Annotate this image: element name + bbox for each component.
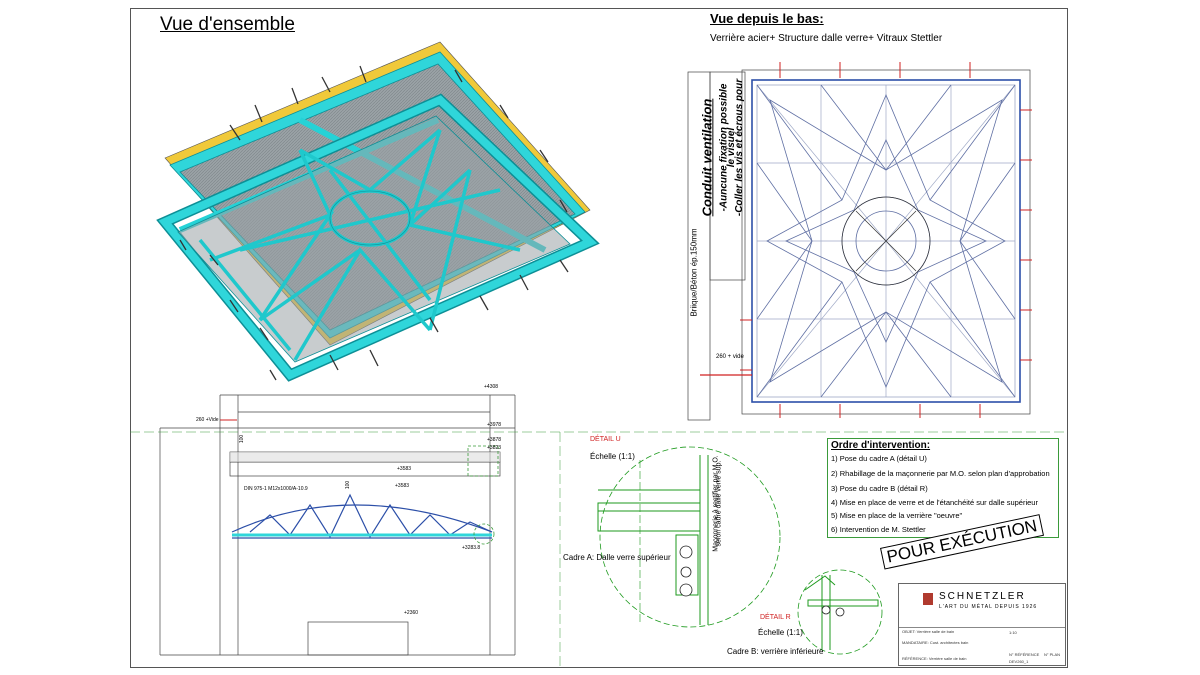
tb-drawing-no: DEV260_1 bbox=[1009, 659, 1029, 664]
level-top: +4308 bbox=[484, 384, 499, 390]
bottom-plan-view bbox=[687, 62, 1032, 421]
duct-title: Conduit ventilation bbox=[699, 98, 715, 217]
detail-r-caption: Cadre B: verrière inférieure bbox=[727, 647, 824, 656]
tb-project: OBJET: Verrière salle de bain bbox=[902, 629, 955, 634]
detail-u-caption: Cadre A: Dalle verre supérieur bbox=[563, 553, 671, 562]
detail-r-label: DÉTAIL R bbox=[760, 614, 791, 621]
company-tagline: L'ART DU MÉTAL DEPUIS 1926 bbox=[939, 604, 1038, 610]
detail-u-note-2: selon cadre dalle verre sup. bbox=[715, 460, 723, 547]
order-item-4: 4) Mise en place de verre et de l'étanch… bbox=[831, 498, 1038, 507]
tb-client: MANDATAIRE: Cust. architectes bain bbox=[902, 640, 969, 645]
bottom-view-title: Vue depuis le bas: bbox=[710, 11, 824, 26]
wall-note: Briique/Béton ép.150mm bbox=[689, 228, 699, 317]
title-block: SCHNETZLER L'ART DU MÉTAL DEPUIS 1926 OB… bbox=[898, 583, 1066, 666]
detail-r-scale: Échelle (1:1) bbox=[758, 628, 803, 637]
overview-title: Vue d'ensemble bbox=[160, 14, 295, 35]
level-d: +3583 bbox=[397, 466, 412, 472]
order-item-6: 6) Intervention de M. Stettler bbox=[831, 525, 926, 534]
level-e: +3583 bbox=[395, 483, 410, 489]
section-dim-1: 100 bbox=[239, 434, 246, 444]
section-profile: DIN 975-1 M12x1000/A-10.9 bbox=[244, 486, 308, 492]
level-g: +2360 bbox=[404, 610, 419, 616]
order-item-5: 5) Mise en place de la verrière "oeuvre" bbox=[831, 511, 963, 520]
section-view bbox=[159, 394, 516, 656]
duct-note-3: le visuel bbox=[726, 127, 738, 168]
tb-reference: RÉFÉRENCE: Verrière salle de bain bbox=[902, 656, 967, 661]
detail-u-drawing bbox=[597, 446, 781, 628]
section-gap: 260 +Vide bbox=[196, 417, 219, 423]
tb-drawing-no-label: N° RÉFÉRENCE bbox=[1009, 652, 1040, 657]
level-f: +3283.8 bbox=[462, 545, 481, 551]
tb-scale: 1:10 bbox=[1009, 630, 1017, 635]
level-c: +3823 bbox=[487, 445, 502, 451]
order-item-2: 2) Rhabillage de la maçonnerie par M.O. … bbox=[831, 469, 1050, 478]
tb-sheet-label: N° PLAN bbox=[1044, 652, 1061, 657]
level-b: +3878 bbox=[487, 437, 502, 443]
order-title: Ordre d'intervention: bbox=[831, 440, 931, 451]
order-item-3: 3) Pose du cadre B (détail R) bbox=[831, 484, 928, 493]
level-a: +3978 bbox=[487, 422, 502, 428]
detail-u-scale: Échelle (1:1) bbox=[590, 452, 635, 461]
bottom-view-subtitle: Verrière acier+ Structure dalle verre+ V… bbox=[710, 33, 943, 44]
drawing-sheet bbox=[130, 8, 1068, 668]
company-name: SCHNETZLER bbox=[939, 591, 1026, 602]
company-logo bbox=[923, 593, 933, 605]
order-item-1: 1) Pose du cadre A (détail U) bbox=[831, 454, 927, 463]
section-dim-2: 100 bbox=[345, 480, 352, 490]
gap-note: 260 + vide bbox=[716, 354, 744, 360]
isometric-view bbox=[156, 41, 600, 382]
detail-r-drawing bbox=[797, 569, 883, 655]
detail-u-label: DÉTAIL U bbox=[590, 436, 621, 443]
tb-divider bbox=[899, 627, 1065, 628]
